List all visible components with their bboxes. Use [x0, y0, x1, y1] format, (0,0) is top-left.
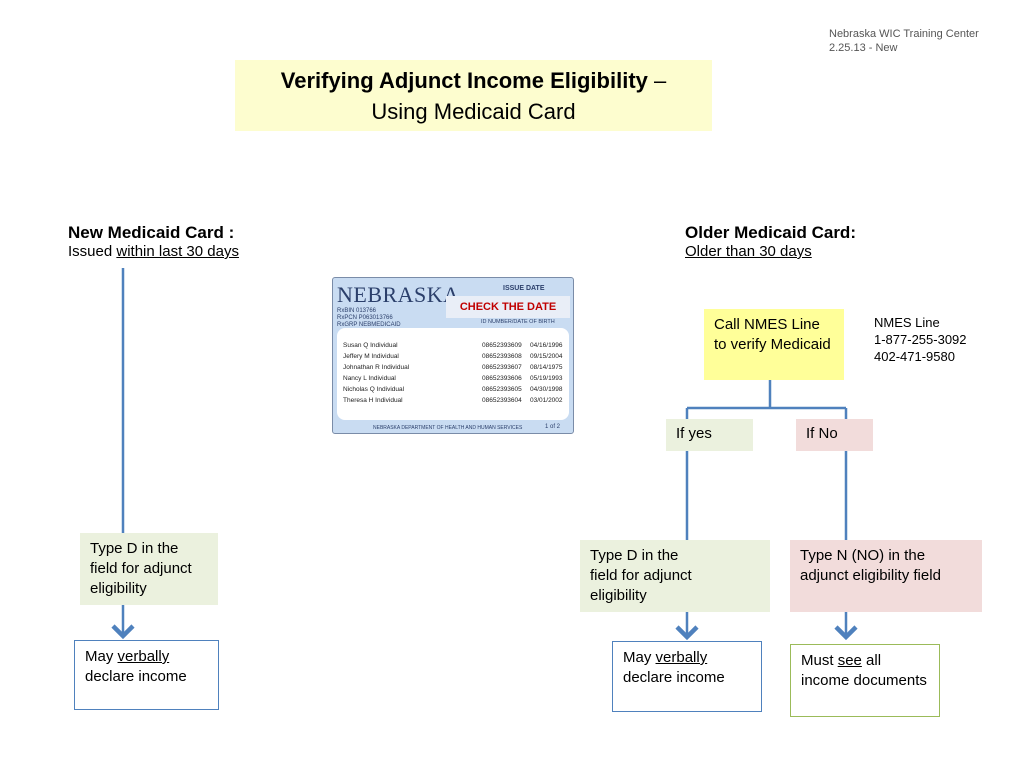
right-type-d-line: field for adjunct: [590, 566, 760, 586]
if-no-box: If No: [796, 419, 873, 451]
call-nmes-box: Call NMES Line to verify Medicaid: [704, 309, 844, 380]
check-the-date-callout: CHECK THE DATE: [446, 296, 570, 318]
new-card-sub-prefix: Issued: [68, 243, 116, 260]
right-may-underlined: verbally: [656, 649, 708, 666]
nmes-phone-2: 402-471-9580: [874, 348, 967, 365]
older-card-subheading: Older than 30 days: [685, 243, 856, 261]
card-id-line: RxBIN 013766: [337, 308, 401, 315]
must-see-box: Must see all income documents: [790, 644, 940, 717]
card-id-header: ID NUMBER/DATE OF BIRTH: [481, 319, 555, 325]
nmes-phone-1: 1-877-255-3092: [874, 331, 967, 348]
card-member-name: Johnathan R Individual: [343, 364, 409, 371]
header-note-line2: 2.25.13 - New: [829, 41, 979, 55]
card-member-dob: 04/16/1996: [530, 342, 563, 349]
card-member-name: Jeffery M Individual: [343, 353, 399, 360]
type-n-box: Type N (NO) in the adjunct eligibility f…: [790, 540, 982, 612]
must-underlined: see: [838, 652, 862, 669]
card-member-name: Nancy L Individual: [343, 375, 396, 382]
right-type-d-line: Type D in the: [590, 546, 760, 566]
older-card-heading-block: Older Medicaid Card: Older than 30 days: [685, 223, 856, 261]
new-card-heading: New Medicaid Card :: [68, 223, 239, 243]
card-member-dob: 05/19/1993: [530, 375, 563, 382]
left-type-d-box: Type D in the field for adjunct eligibil…: [80, 533, 218, 605]
header-note: Nebraska WIC Training Center 2.25.13 - N…: [829, 27, 979, 55]
older-card-heading: Older Medicaid Card:: [685, 223, 856, 243]
card-member-id: 08652393609: [482, 342, 522, 349]
right-may-declare-box: May verbally declare income: [612, 641, 762, 712]
left-may-declare-box: May verbally declare income: [74, 640, 219, 710]
title-line2: Using Medicaid Card: [235, 99, 712, 125]
card-issue-date-label: ISSUE DATE: [503, 285, 545, 292]
card-id-line: RxPCN P063013766: [337, 315, 401, 322]
title-dash: –: [648, 68, 666, 93]
nmes-line-label: NMES Line: [874, 314, 967, 331]
right-type-d-line: eligibility: [590, 586, 760, 606]
left-may-underlined: verbally: [118, 648, 170, 665]
left-may-suffix: declare income: [85, 668, 187, 685]
must-prefix: Must: [801, 652, 838, 669]
card-member-id: 08652393605: [482, 386, 522, 393]
right-may-suffix: declare income: [623, 669, 725, 686]
title-bold: Verifying Adjunct Income Eligibility: [281, 68, 648, 93]
card-footer: NEBRASKA DEPARTMENT OF HEALTH AND HUMAN …: [373, 425, 522, 431]
card-member-id: 08652393604: [482, 397, 522, 404]
card-member-id: 08652393607: [482, 364, 522, 371]
card-member-dob: 08/14/1975: [530, 364, 563, 371]
card-member-dob: 09/15/2004: [530, 353, 563, 360]
card-member-id: 08652393608: [482, 353, 522, 360]
card-member-dob: 03/01/2002: [530, 397, 563, 404]
title-line1: Verifying Adjunct Income Eligibility –: [235, 68, 712, 94]
card-member-dob: 04/30/1998: [530, 386, 563, 393]
card-page: 1 of 2: [545, 424, 560, 430]
new-card-sub-underlined: within last 30 days: [116, 243, 239, 260]
card-member-name: Nicholas Q Individual: [343, 386, 404, 393]
card-member-id: 08652393606: [482, 375, 522, 382]
new-card-subheading: Issued within last 30 days: [68, 243, 239, 261]
right-type-d-box: Type D in the field for adjunct eligibil…: [580, 540, 770, 612]
card-member-name: Susan Q Individual: [343, 342, 398, 349]
nmes-line-info: NMES Line 1-877-255-3092 402-471-9580: [874, 314, 967, 365]
if-yes-box: If yes: [666, 419, 753, 451]
right-may-prefix: May: [623, 649, 656, 666]
card-brand: NEBRASKA: [337, 282, 460, 308]
new-card-heading-block: New Medicaid Card : Issued within last 3…: [68, 223, 239, 261]
card-member-name: Theresa H Individual: [343, 397, 403, 404]
title-box: Verifying Adjunct Income Eligibility – U…: [235, 60, 712, 131]
header-note-line1: Nebraska WIC Training Center: [829, 27, 979, 41]
left-may-prefix: May: [85, 648, 118, 665]
card-member-panel: Susan Q Individual 08652393609 04/16/199…: [337, 328, 569, 420]
card-ids: RxBIN 013766 RxPCN P063013766 RxGRP NEBM…: [337, 308, 401, 329]
